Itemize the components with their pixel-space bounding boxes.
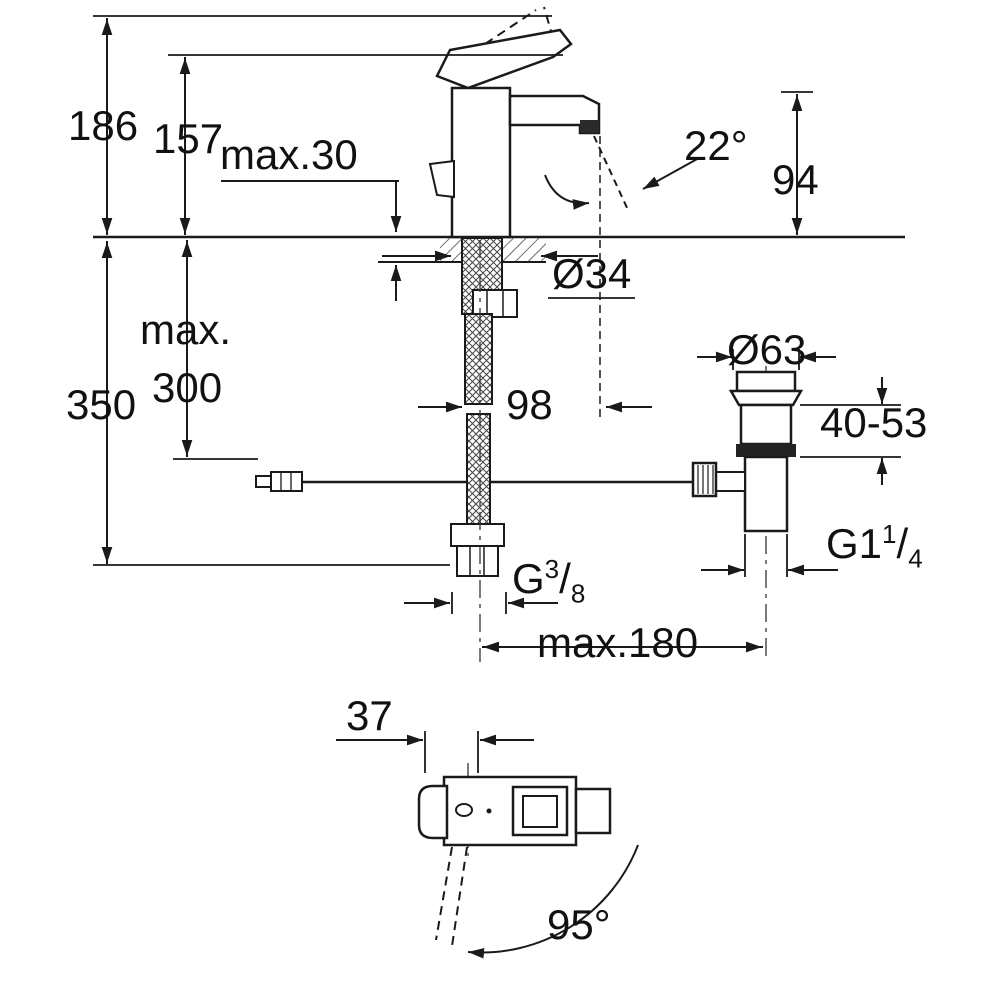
waste-thread-numerator: 1	[882, 519, 897, 549]
lever-handle	[435, 28, 573, 90]
dim-label-waste-range: 40-53	[820, 399, 928, 446]
dim-label-rod-length: max.180	[537, 619, 699, 666]
dim-label-swivel-angle: 95°	[547, 901, 611, 948]
dim-label-total-height: 186	[68, 102, 139, 149]
dim-label-max-deck: max.30	[220, 131, 358, 178]
hose-lower	[466, 413, 491, 525]
plan-spout-block	[574, 787, 612, 835]
supply-thread-slash: /	[559, 555, 571, 602]
dim-label-hole-diameter: Ø34	[552, 250, 632, 297]
waste-seal-ring	[736, 444, 796, 457]
rod-end-cap	[255, 475, 272, 488]
supply-thread-denominator: 8	[570, 578, 586, 609]
waste-thread-slash: /	[896, 520, 909, 567]
waste-plug	[735, 370, 797, 393]
dimension-lines	[93, 15, 901, 773]
hose-upper	[464, 313, 493, 405]
plan-end-cap	[417, 784, 449, 840]
plan-handle-inner	[522, 795, 558, 828]
dim-label-spout-angle: 22°	[684, 122, 748, 169]
swivel-dashed-line	[451, 846, 468, 947]
angle-curved-arrow	[544, 174, 590, 210]
plan-view	[417, 763, 639, 959]
aerator	[580, 120, 599, 133]
dim-label-max-word: max.	[140, 306, 232, 353]
plan-oval-detail	[455, 803, 473, 817]
dim-label-spout-reach: 98	[506, 381, 553, 428]
dim-label-waste-diameter: Ø63	[727, 326, 807, 373]
dim-label-body-width: 37	[346, 692, 393, 739]
waste-tailpipe	[743, 455, 789, 533]
dim-label-spout-height: 157	[153, 115, 224, 162]
swivel-angle-arc	[467, 844, 639, 959]
hose-connector-nut	[456, 545, 499, 577]
waste-thread-prefix: G1	[826, 520, 883, 567]
waste-upper-body	[739, 403, 793, 446]
dim-label-waste-thread: G11/4	[826, 519, 923, 574]
plan-dot-detail	[486, 808, 492, 814]
dim-label-max-depth: 300	[152, 364, 223, 411]
water-stream-dashed-line	[593, 135, 629, 211]
supply-hoses	[450, 240, 505, 662]
dim-label-outlet-height: 94	[772, 156, 819, 203]
faucet-body	[450, 86, 512, 239]
supply-thread-prefix: G	[512, 555, 545, 602]
pop-up-waste	[691, 366, 804, 660]
dim-label-total-depth: 350	[66, 381, 137, 428]
swivel-dashed-line	[435, 846, 453, 941]
waste-flange	[728, 389, 804, 407]
faucet-side-view	[428, 6, 629, 418]
waste-knob	[691, 461, 746, 498]
supply-thread-numerator: 3	[544, 554, 560, 584]
rod-adjuster	[270, 471, 303, 492]
hose-connector-upper	[450, 523, 505, 547]
dim-label-supply-thread: G3/8	[512, 554, 586, 609]
waste-thread-denominator: 4	[908, 543, 923, 574]
handle-tip	[428, 159, 455, 199]
